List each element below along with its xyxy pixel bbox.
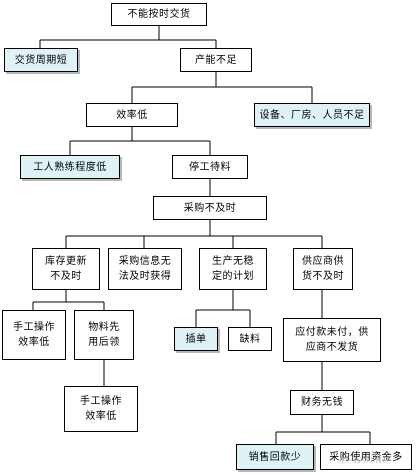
node-label: 采购使用资金多 [329,451,403,463]
node-label: 工人熟练程度低 [33,161,107,173]
node-label: 采购不及时 [183,202,237,214]
node-label: 财务无钱 [301,397,343,408]
node-low-efficiency: 效率低 [86,103,178,127]
node-label: 供应商供 货不及时 [302,256,344,282]
node-label: 交货周期短 [14,54,68,66]
node-unstable-plan: 生产无稳 定的计划 [199,248,267,290]
node-label: 库存更新 不及时 [45,256,87,282]
watermark-logo: e-works [341,453,389,466]
node-short-lead-time: 交货周期短 [4,48,78,72]
node-label: 停工待料 [189,161,231,173]
node-label: 插单 [185,333,207,345]
node-financial-no-money: 财务无钱 [290,390,354,415]
node-procurement-info-late: 采购信息无 法及时获得 [108,248,182,290]
node-label: 效率低 [116,109,148,121]
node-label: 设备、厂房、人员不足 [259,109,365,121]
node-label: 产能不足 [195,54,237,66]
node-supplier-late: 供应商供 货不及时 [293,248,353,290]
node-manual-op-low-eff-2: 手工操作 效率低 [64,386,138,432]
node-root: 不能按时交货 [111,3,207,26]
node-label: 手工操作 效率低 [80,396,122,422]
node-label: 采购信息无 法及时获得 [118,256,172,282]
node-label: 缺料 [239,333,261,345]
node-late-procurement: 采购不及时 [153,196,267,220]
node-stop-waiting-material: 停工待料 [172,155,248,179]
node-label: 应付款未付，供 应商不发货 [295,327,369,353]
node-rush-order: 插单 [174,327,218,351]
node-label: 销售回款少 [248,451,302,463]
node-payables-unpaid: 应付款未付，供 应商不发货 [283,318,381,362]
node-label: 生产无稳 定的计划 [212,256,254,282]
node-label: 手工操作 效率低 [13,322,55,348]
node-inventory-not-updated: 库存更新 不及时 [32,248,100,290]
node-lack-equipment: 设备、厂房、人员不足 [254,103,370,127]
node-insufficient-capacity: 产能不足 [180,48,252,72]
node-manual-op-low-eff-1: 手工操作 效率低 [2,310,66,360]
node-low-worker-skill: 工人熟练程度低 [20,155,120,179]
node-low-sales-collection: 销售回款少 [236,444,314,470]
node-material-use-first: 物料先 用后领 [74,310,134,360]
node-label: 不能按时交货 [127,9,191,20]
node-label: 物料先 用后领 [88,322,120,348]
node-material-shortage: 缺料 [228,327,272,351]
node-procurement-uses-funds: 采购使用资金多 [320,444,412,470]
